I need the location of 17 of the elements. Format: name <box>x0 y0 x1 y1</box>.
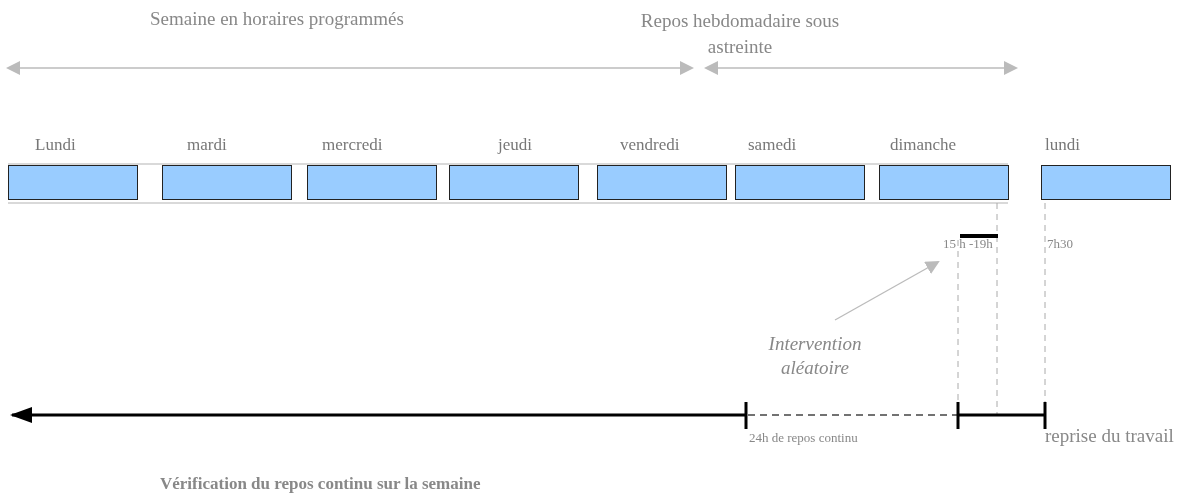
annotation-text: Intervention aléatoire <box>760 332 870 380</box>
day-label: mercredi <box>322 135 383 155</box>
day-label: samedi <box>748 135 797 155</box>
leader-arrow <box>834 261 940 321</box>
day-label: vendredi <box>620 135 680 155</box>
span-label: Repos hebdomadaire sous astreinte <box>640 9 840 59</box>
day-label: dimanche <box>890 135 957 155</box>
span-label: Semaine en horaires programmés <box>150 8 404 30</box>
status-label: reprise du travail <box>1045 425 1174 447</box>
caption: Vérification du repos continu sur la semaine <box>160 474 481 494</box>
day-label: Lundi <box>35 135 76 155</box>
duration-label: 24h de repos continu <box>749 430 858 446</box>
day-label: mardi <box>187 135 227 155</box>
time-label: 7h30 <box>1047 236 1073 252</box>
day-label: lundi <box>1045 135 1080 155</box>
time-label: 15 h -19h <box>943 236 993 252</box>
day-label: jeudi <box>498 135 532 155</box>
